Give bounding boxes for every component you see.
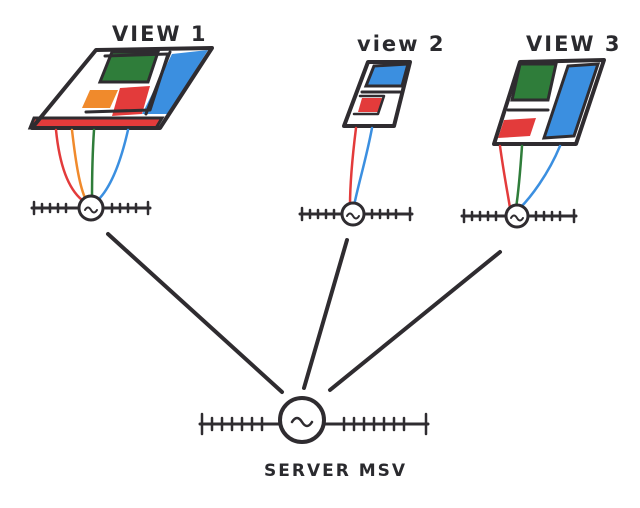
server-tilde-icon: [290, 416, 314, 428]
view-1-panel: [27, 46, 214, 130]
link-view-3: [328, 250, 502, 392]
view-2-blue-region: [363, 62, 410, 88]
view-3-frame: [492, 58, 606, 146]
view-1-node-circle: [77, 194, 105, 222]
view-1-green-region: [97, 50, 161, 84]
view-3-title: VIEW 3: [526, 32, 622, 56]
view-2-node-circle: [340, 201, 366, 227]
view-3-green-region: [510, 62, 558, 102]
view-1-orange-region: [82, 90, 118, 108]
server-links: [106, 232, 502, 394]
view-2-frame: [342, 60, 412, 128]
view-3-blue-region: [541, 62, 601, 140]
view-2-panel: [342, 60, 412, 128]
view-2-tilde-icon: [346, 212, 360, 220]
link-view-2: [302, 238, 349, 390]
view-3-tilde-icon: [510, 214, 524, 222]
view-2-red-region: [358, 98, 382, 112]
view-1-title: VIEW 1: [112, 22, 208, 46]
view-3-panel: [492, 58, 606, 146]
link-view-1: [106, 232, 284, 394]
view-2-bus: [298, 201, 414, 227]
view-1-cables: [54, 128, 130, 202]
view-1-tilde-icon: [84, 206, 98, 214]
view-1-blue-region: [142, 50, 208, 114]
view-2-title: view 2: [357, 32, 445, 56]
view-2-cables: [348, 126, 374, 208]
server-title: SERVER MSV: [264, 461, 407, 481]
view-3-node-circle: [504, 203, 530, 229]
view-3-bus: [460, 203, 578, 229]
view-3-red-region: [498, 118, 536, 138]
view-1-red-region: [112, 86, 150, 116]
view-1-bus: [30, 194, 152, 222]
server-bus: [198, 396, 430, 444]
view-3-cables: [498, 144, 562, 210]
view-1-frame: [30, 46, 214, 130]
